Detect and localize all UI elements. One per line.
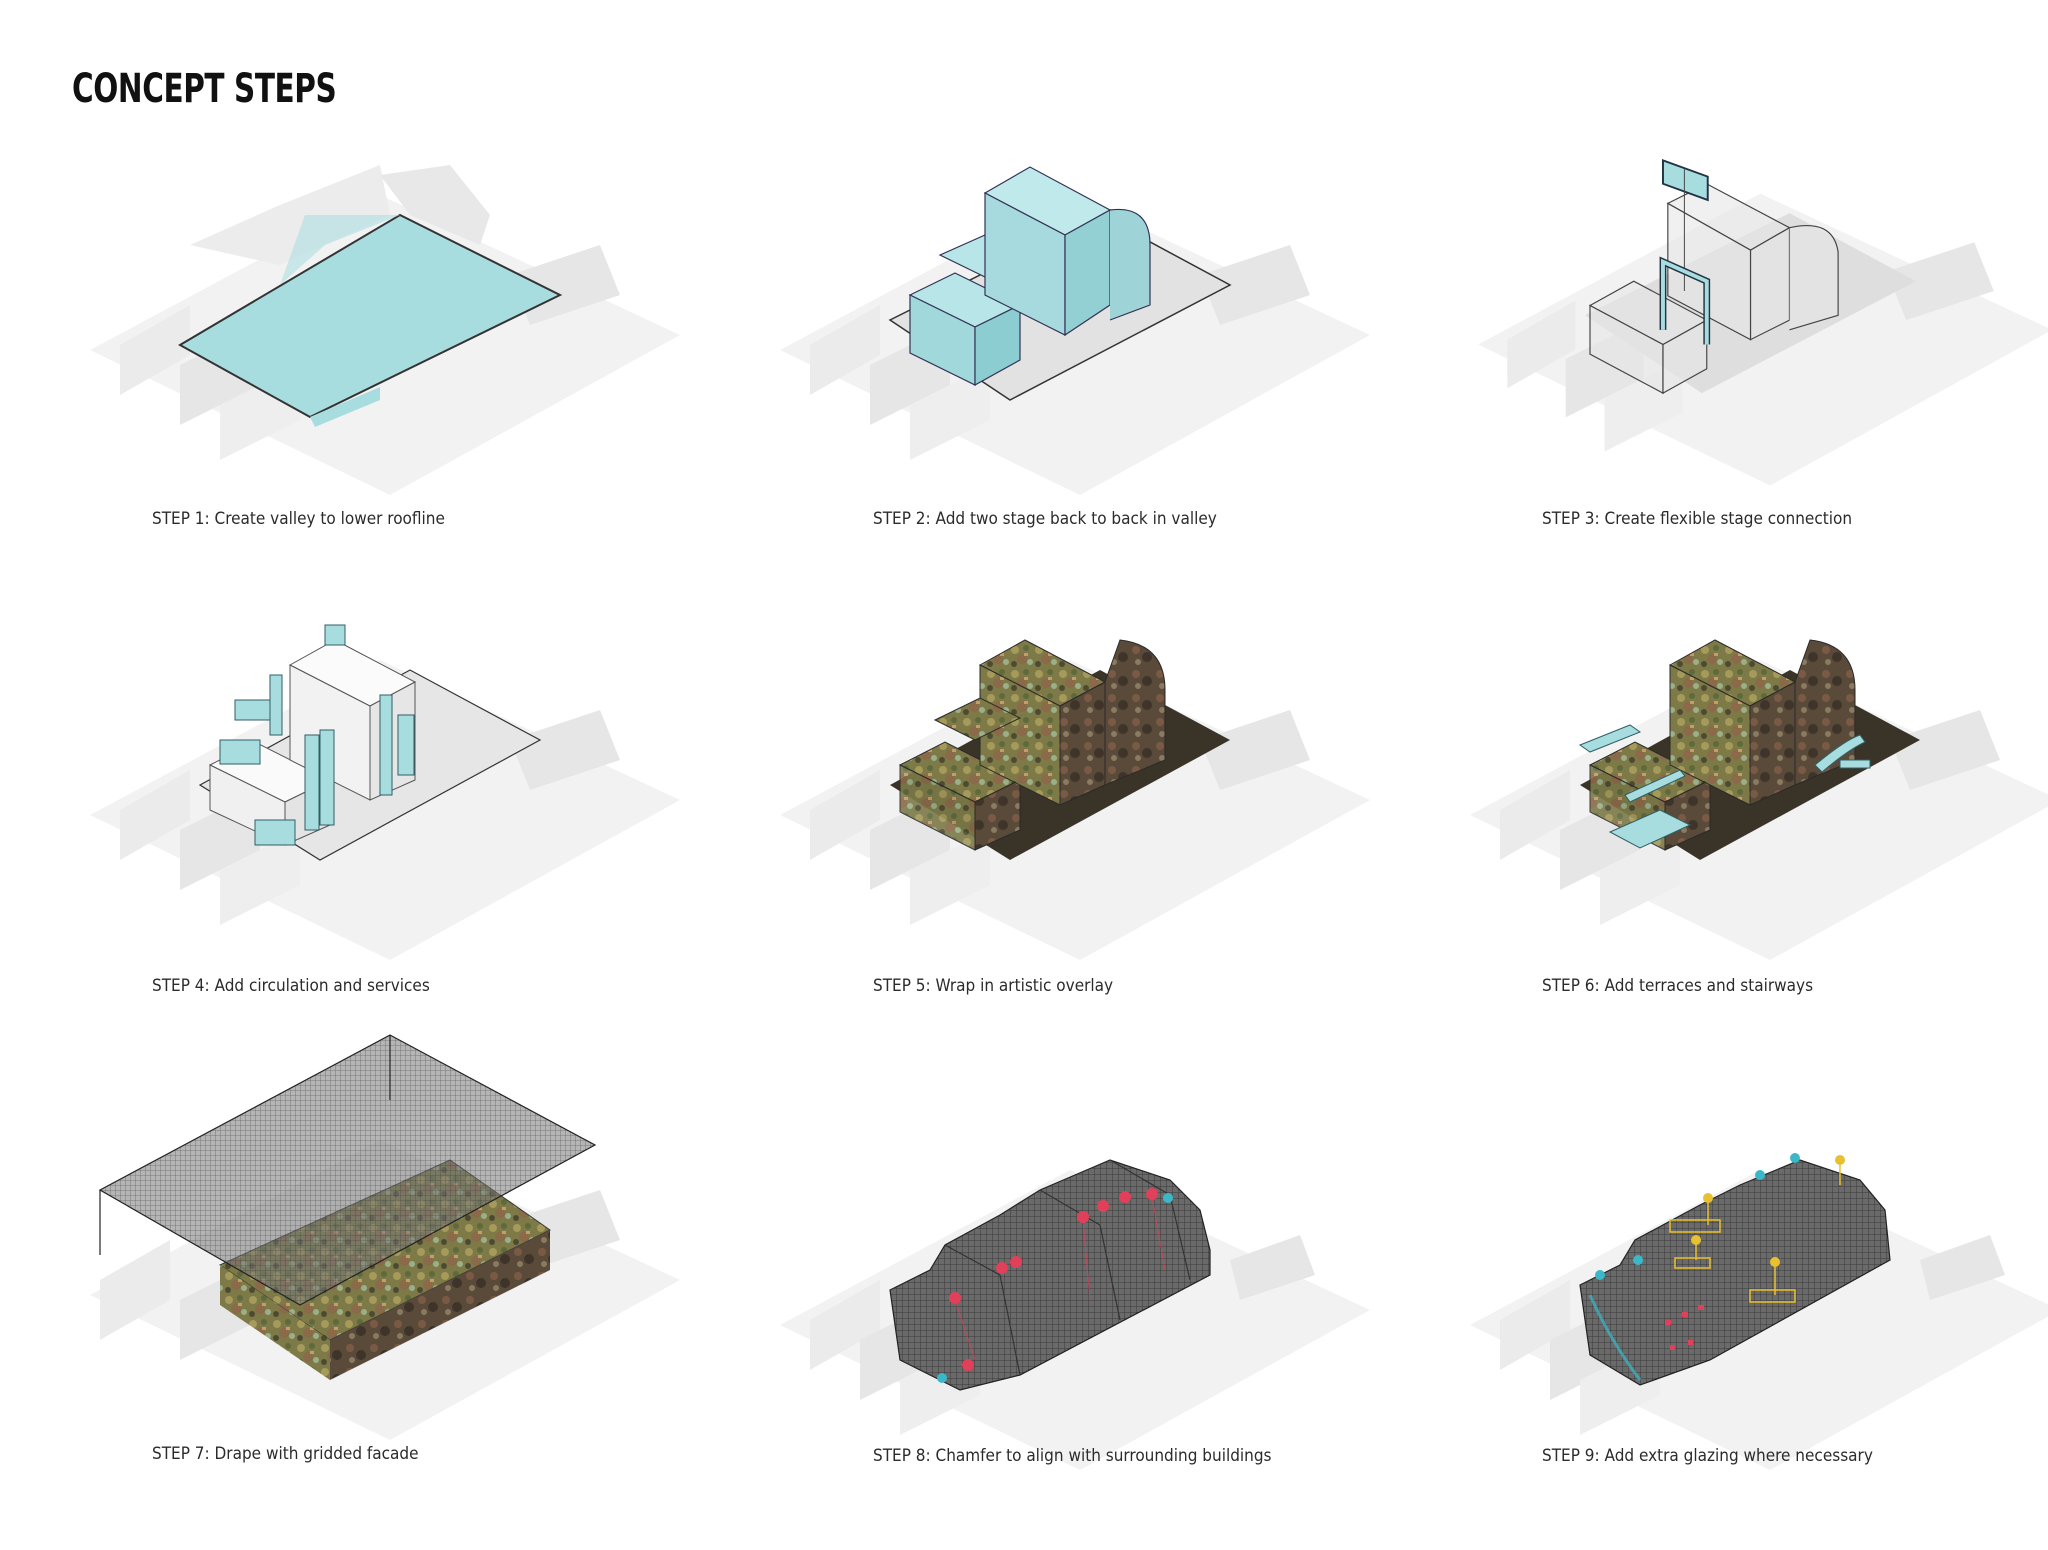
- step-caption-5: STEP 5: Wrap in artistic overlay: [873, 976, 1114, 996]
- step-panel-5: STEP 5: Wrap in artistic overlay: [770, 620, 1390, 1040]
- step-caption-2: STEP 2: Add two stage back to back in va…: [873, 509, 1217, 529]
- step-panel-8: STEP 8: Chamfer to align with surroundin…: [770, 1130, 1390, 1550]
- step-caption-8: STEP 8: Chamfer to align with surroundin…: [873, 1446, 1272, 1466]
- step-panel-9: STEP 9: Add extra glazing where necessar…: [1460, 1130, 2048, 1550]
- step-caption-6: STEP 6: Add terraces and stairways: [1542, 976, 1814, 996]
- step-caption-9: STEP 9: Add extra glazing where necessar…: [1542, 1446, 1873, 1466]
- step-caption-1: STEP 1: Create valley to lower roofline: [152, 509, 445, 529]
- step-caption-7: STEP 7: Drape with gridded facade: [152, 1444, 419, 1464]
- step-panel-1: STEP 1: Create valley to lower roofline: [80, 155, 700, 575]
- diagram-artistic-overlay: [780, 639, 1370, 960]
- diagram-terraces-stairways: [1470, 639, 2048, 960]
- step-panel-6: STEP 6: Add terraces and stairways: [1460, 620, 2048, 1040]
- step-caption-4: STEP 4: Add circulation and services: [152, 976, 430, 996]
- step-panel-4: STEP 4: Add circulation and services: [80, 620, 700, 1040]
- step-panel-3: STEP 3: Create flexible stage connection: [1460, 145, 2048, 565]
- diagram-circulation-services: [90, 624, 680, 960]
- step-panel-7: STEP 7: Drape with gridded facade: [80, 1030, 700, 1464]
- diagram-valley-plate: [90, 165, 680, 495]
- step-panel-2: STEP 2: Add two stage back to back in va…: [770, 155, 1390, 575]
- page-title: CONCEPT STEPS: [72, 66, 337, 112]
- diagram-chamfered-shell: [780, 1159, 1370, 1470]
- diagram-extra-glazing: [1470, 1153, 2048, 1470]
- diagram-stage-connection: [1478, 159, 2048, 486]
- diagram-gridded-facade-drape: [90, 1034, 680, 1440]
- diagram-stage-volumes: [780, 166, 1370, 495]
- step-caption-3: STEP 3: Create flexible stage connection: [1542, 509, 1853, 529]
